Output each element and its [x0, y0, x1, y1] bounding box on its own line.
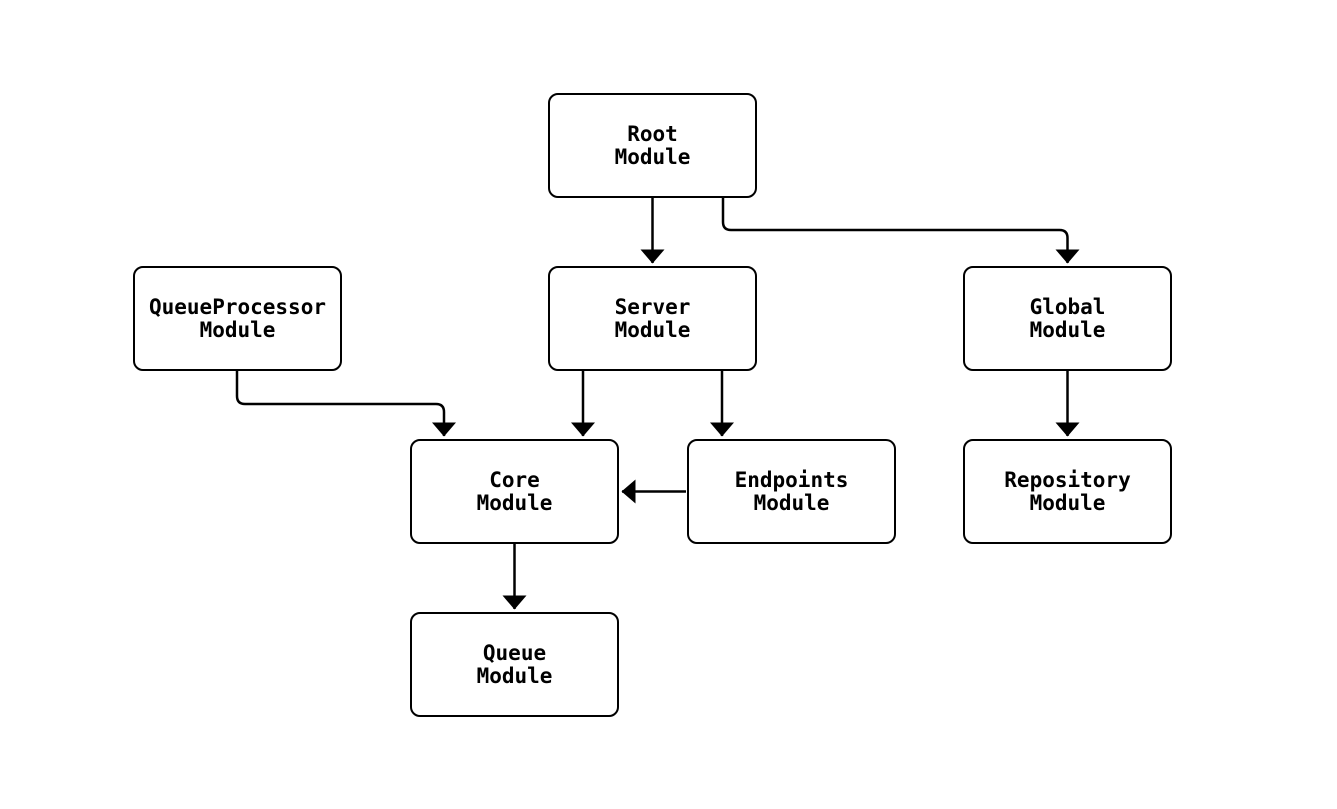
edge-root-to-global [721, 197, 1080, 264]
node-root-module: Root Module [548, 93, 757, 198]
node-server-module: Server Module [548, 266, 757, 371]
node-endpoints-module: Endpoints Module [687, 439, 896, 544]
node-label-line: Module [753, 490, 830, 515]
node-label-line: Module [1029, 317, 1106, 342]
node-label-line: Endpoints [734, 467, 849, 492]
node-label-line: Server [614, 294, 691, 319]
node-label-line: Module [476, 663, 553, 688]
node-label-line: Repository [1004, 467, 1131, 492]
node-repository-module: Repository Module [963, 439, 1172, 544]
node-label-line: Queue [482, 640, 547, 665]
node-label-line: Module [614, 317, 691, 342]
node-label-line: Global [1029, 294, 1106, 319]
edge-queueprocessor-to-core [235, 370, 456, 437]
node-label-line: QueueProcessor [148, 294, 326, 319]
node-label-line: Module [199, 317, 276, 342]
node-queueprocessor-module: QueueProcessor Module [133, 266, 342, 371]
node-core-module: Core Module [410, 439, 619, 544]
node-queue-module: Queue Module [410, 612, 619, 717]
node-label-line: Module [1029, 490, 1106, 515]
node-label-line: Module [614, 144, 691, 169]
node-global-module: Global Module [963, 266, 1172, 371]
node-label-line: Root [627, 121, 678, 146]
node-label-line: Core [489, 467, 540, 492]
node-label-line: Module [476, 490, 553, 515]
